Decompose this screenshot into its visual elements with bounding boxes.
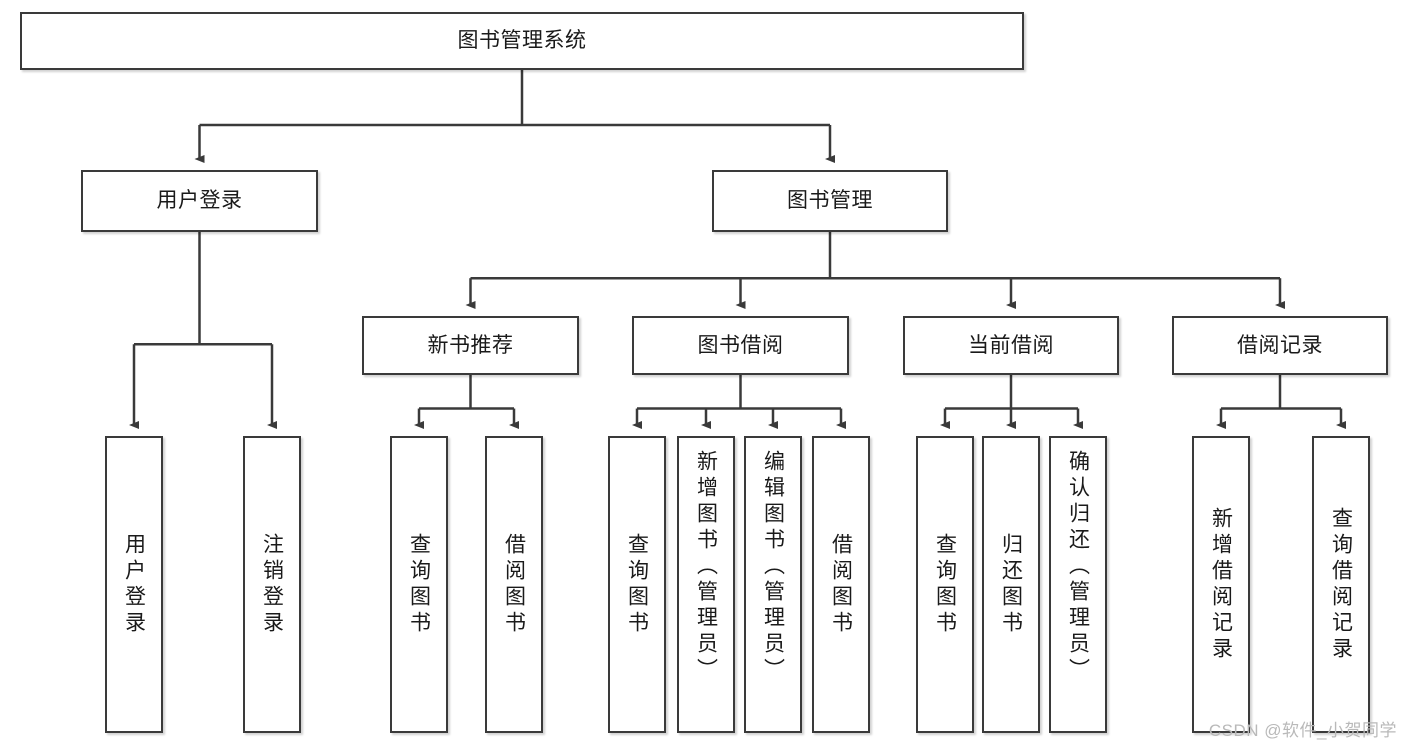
node-label: 新书推荐 (427, 333, 514, 357)
node-user-login[interactable]: 用户登录 (81, 170, 318, 232)
node-label: 编辑图书（管理员） (761, 450, 785, 684)
node-label: 查询图书 (933, 532, 957, 637)
node-label: 查询借阅记录 (1329, 506, 1353, 663)
node-leaf-query-book-1[interactable]: 查询图书 (390, 436, 448, 733)
node-label: 新增借阅记录 (1209, 506, 1233, 663)
node-leaf-user-login[interactable]: 用户登录 (105, 436, 163, 733)
csdn-watermark: CSDN @软件_小贺同学 (1208, 721, 1397, 740)
node-label: 图书管理系统 (457, 29, 587, 53)
node-label: 归还图书 (999, 532, 1023, 637)
node-label: 新增图书（管理员） (694, 450, 718, 684)
node-leaf-return-book[interactable]: 归还图书 (982, 436, 1040, 733)
node-label: 确认归还（管理员） (1066, 450, 1090, 684)
node-leaf-edit-book[interactable]: 编辑图书（管理员） (744, 436, 802, 733)
node-current-borrow[interactable]: 当前借阅 (903, 316, 1119, 375)
node-leaf-query-book-2[interactable]: 查询图书 (608, 436, 666, 733)
node-label: 借阅记录 (1237, 333, 1323, 357)
node-leaf-add-book[interactable]: 新增图书（管理员） (677, 436, 735, 733)
node-borrow-record[interactable]: 借阅记录 (1172, 316, 1388, 375)
node-new-book-rec[interactable]: 新书推荐 (362, 316, 579, 375)
node-label: 用户登录 (122, 532, 146, 637)
node-label: 查询图书 (407, 532, 431, 637)
node-leaf-query-record[interactable]: 查询借阅记录 (1312, 436, 1370, 733)
node-label: 图书管理 (787, 189, 873, 213)
node-leaf-borrow-book-2[interactable]: 借阅图书 (812, 436, 870, 733)
node-leaf-add-record[interactable]: 新增借阅记录 (1192, 436, 1250, 733)
node-leaf-confirm-return[interactable]: 确认归还（管理员） (1049, 436, 1107, 733)
node-label: 图书借阅 (697, 333, 784, 357)
node-label: 借阅图书 (502, 532, 526, 637)
node-label: 借阅图书 (829, 532, 853, 637)
node-label: 查询图书 (625, 532, 649, 637)
node-leaf-query-book-3[interactable]: 查询图书 (916, 436, 974, 733)
node-label: 当前借阅 (968, 333, 1054, 357)
node-root[interactable]: 图书管理系统 (20, 12, 1024, 70)
node-book-manage[interactable]: 图书管理 (712, 170, 948, 232)
node-book-borrow[interactable]: 图书借阅 (632, 316, 849, 375)
node-leaf-logout[interactable]: 注销登录 (243, 436, 301, 733)
node-label: 注销登录 (260, 532, 284, 637)
node-label: 用户登录 (156, 189, 243, 213)
node-leaf-borrow-book-1[interactable]: 借阅图书 (485, 436, 543, 733)
